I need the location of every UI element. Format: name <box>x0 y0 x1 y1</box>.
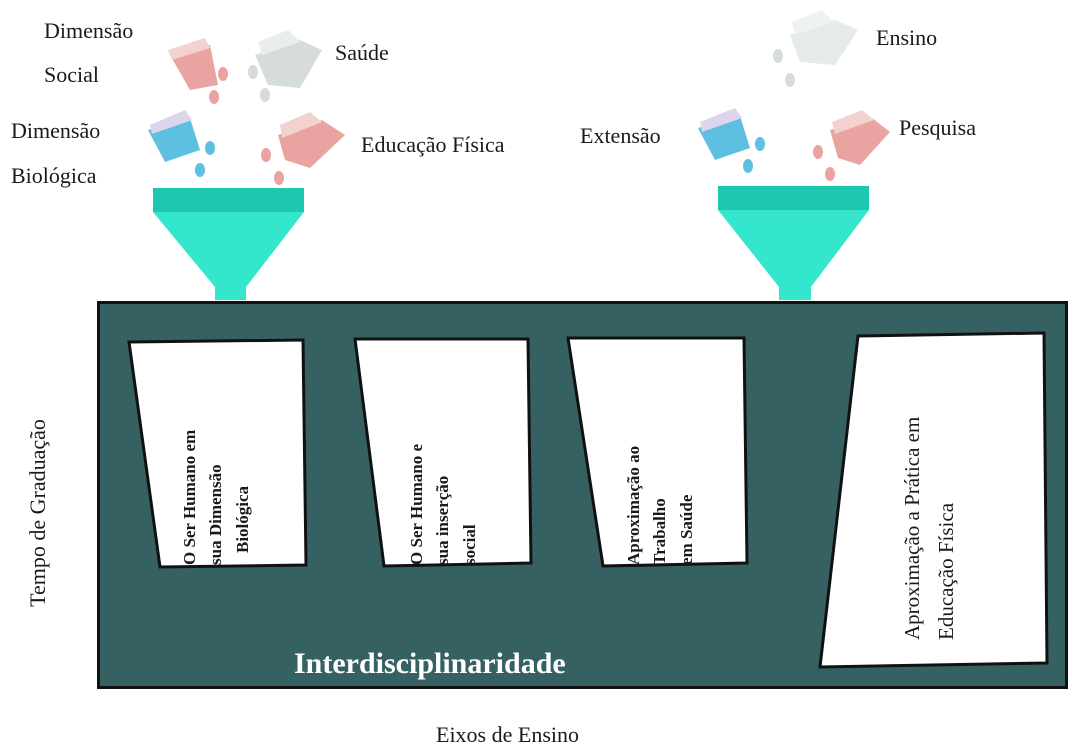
left-funnel-icon <box>153 188 304 300</box>
input-label: Pesquisa <box>899 115 976 140</box>
axis-label-bottom: Eixos de Ensino <box>436 722 579 747</box>
pink-flask-icon <box>261 112 345 185</box>
card-1-shape <box>127 338 308 569</box>
card-1-text: O Ser Humano em sua Dimensão Biológica <box>180 429 252 565</box>
axis-label-left: Tempo de Graduação <box>25 419 50 607</box>
input-label: Biológica <box>11 163 97 188</box>
illustration-layer <box>148 10 890 300</box>
input-label: Dimensão <box>44 18 134 43</box>
blue-flask-icon <box>698 108 765 173</box>
input-label: Saúde <box>335 40 389 65</box>
card-3-shape <box>566 336 749 568</box>
card-2-shape <box>353 337 533 568</box>
input-label: Ensino <box>876 25 938 50</box>
pink-flask-icon <box>168 38 228 104</box>
board-title: Interdisciplinaridade <box>294 647 566 680</box>
right-funnel-icon <box>718 186 869 300</box>
card-3-text: Aproximação ao Trabalho em Saúde <box>624 445 696 565</box>
input-label: Educação Física <box>361 132 505 157</box>
blue-flask-icon <box>148 110 215 177</box>
grey-flask-icon <box>773 10 858 87</box>
card-4-text: Aproximação a Prática em Educação Física <box>900 416 958 640</box>
input-label: Dimensão <box>11 118 101 143</box>
grey-flask-icon <box>248 30 322 102</box>
input-label: Social <box>44 62 99 87</box>
card-4-shape <box>818 331 1049 669</box>
card-2-text: O Ser Humano e sua inserção social <box>407 443 479 565</box>
pink-flask-icon <box>813 110 890 181</box>
input-label: Extensão <box>580 123 661 148</box>
